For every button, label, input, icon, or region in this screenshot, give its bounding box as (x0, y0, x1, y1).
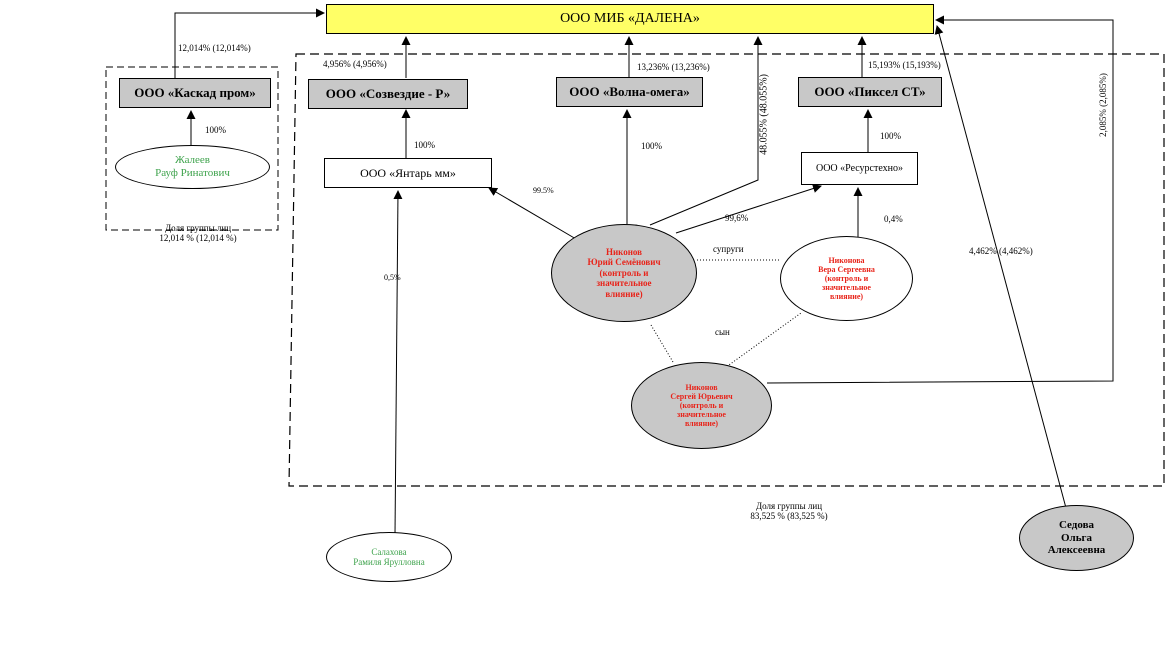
yantar-label: ООО «Янтарь мм» (360, 165, 456, 180)
piksel-label: ООО «Пиксел СТ» (814, 84, 926, 99)
relation-son-mother (721, 312, 802, 371)
sergey-direct-label: 2,085% (2,085%) (1098, 73, 1108, 137)
nikonova-line5: влияние) (829, 292, 864, 302)
main-company-label: ООО МИБ «ДАЛЕНА» (560, 11, 700, 26)
resurs-label: ООО «Ресурстехно» (815, 163, 904, 174)
kaskad-share-label: 12,014% (12,014%) (178, 43, 251, 53)
arrow-sedova-main (934, 25, 1067, 509)
salahova-surname: Салахова (371, 546, 407, 557)
salahova-yantar-label: 0,5% (384, 273, 401, 282)
nikonova-line1: Никонова (828, 255, 865, 265)
group-share-nikonov-value: 83,525 % (83,525 %) (750, 511, 828, 521)
sedova-ellipse[interactable]: Седова Ольга Алексеевна (1019, 505, 1134, 571)
group-share-nikonov: Доля группы лиц 83,525 % (83,525 %) (728, 501, 850, 521)
group-share-kaskad-value: 12,014 % (12,014 %) (159, 233, 237, 243)
arrow-yuri-main (649, 36, 763, 226)
nikonov-yuri-line4: значительное (596, 278, 652, 289)
salahova-name: Рамиля Ярулловна (353, 557, 425, 567)
arrow-salahova-yantar (393, 190, 403, 536)
arrow-kaskad-main (174, 8, 325, 78)
nikonov-sergey-line4: значительное (677, 410, 726, 420)
sedova-line3: Алексеевна (1047, 544, 1106, 557)
nikonov-yuri-ellipse[interactable]: Никонов Юрий Семёнович (контроль и значи… (551, 224, 697, 322)
sozvezdie-label: ООО «Созвездие - Р» (325, 86, 451, 101)
resurs-piksel-label: 100% (880, 131, 901, 141)
zhaleev-kaskad-label: 100% (205, 125, 226, 135)
nikonov-sergey-line1: Никонов (685, 382, 718, 392)
group-boundary-nikonov (288, 53, 1165, 487)
piksel-box[interactable]: ООО «Пиксел СТ» (798, 77, 942, 107)
arrow-yuri-resurs (675, 184, 822, 234)
sedova-line1: Седова (1058, 519, 1095, 532)
yuri-yantar-label: 99.5% (533, 186, 554, 195)
nikonova-line2: Вера Сергеевна (818, 264, 875, 274)
yuri-resurs-label: 99,6% (725, 213, 749, 223)
kaskad-label: ООО «Каскад пром» (134, 85, 256, 100)
yantar-box[interactable]: ООО «Янтарь мм» (324, 158, 492, 188)
son-label: сын (715, 327, 730, 337)
zhaleev-ellipse[interactable]: Жалеев Рауф Ринатович (115, 145, 270, 189)
volna-box[interactable]: ООО «Волна-омега» (556, 77, 703, 107)
group-boundary-kaskad (105, 66, 279, 231)
nikonova-line4: значительное (822, 283, 871, 293)
nikonova-resurs-label: 0,4% (884, 214, 903, 224)
sedova-line2: Ольга (1060, 531, 1093, 544)
spouses-label: супруги (713, 244, 744, 254)
nikonov-sergey-line5: влияние) (684, 419, 719, 429)
relation-son-father (650, 324, 674, 363)
nikonov-sergey-ellipse[interactable]: Никонов Сергей Юрьевич (контроль и значи… (631, 362, 772, 449)
yuri-direct-label: 48.055% (48.055%) (758, 74, 770, 155)
yuri-volna-label: 100% (641, 141, 662, 151)
nikonova-ellipse[interactable]: Никонова Вера Сергеевна (контроль и знач… (780, 236, 913, 321)
piksel-share-label: 15,193% (15,193%) (868, 60, 941, 70)
sozvezdie-box[interactable]: ООО «Созвездие - Р» (308, 79, 468, 109)
sedova-direct-label: 4,462% (4,462%) (969, 246, 1033, 256)
main-company-box[interactable]: ООО МИБ «ДАЛЕНА» (326, 4, 934, 34)
nikonov-yuri-line1: Никонов (605, 247, 643, 258)
group-share-kaskad-title: Доля группы лиц (164, 223, 232, 233)
volna-share-label: 13,236% (13,236%) (637, 62, 710, 72)
group-share-nikonov-title: Доля группы лиц (755, 501, 823, 511)
sozvezdie-share-label: 4,956% (4,956%) (323, 59, 387, 69)
arrow-sergey-main (766, 15, 1114, 384)
group-share-kaskad: Доля группы лиц 12,014 % (12,014 %) (140, 223, 256, 243)
kaskad-box[interactable]: ООО «Каскад пром» (119, 78, 271, 108)
nikonov-sergey-line3: (контроль и (679, 400, 724, 410)
yantar-sozvezdie-label: 100% (414, 140, 435, 150)
nikonov-yuri-line3: (контроль и (599, 267, 649, 278)
zhaleev-name: Рауф Ринатович (155, 167, 230, 179)
volna-label: ООО «Волна-омега» (569, 84, 690, 99)
nikonov-yuri-line5: влияние) (605, 288, 643, 299)
nikonov-sergey-line2: Сергей Юрьевич (670, 391, 733, 401)
nikonov-yuri-line2: Юрий Семёнович (587, 257, 661, 268)
nikonova-line3: (контроль и (824, 273, 869, 283)
resurs-box[interactable]: ООО «Ресурстехно» (801, 152, 918, 185)
zhaleev-surname: Жалеев (174, 154, 210, 167)
arrow-yuri-yantar (488, 187, 577, 240)
salahova-ellipse[interactable]: Салахова Рамиля Ярулловна (326, 532, 452, 582)
